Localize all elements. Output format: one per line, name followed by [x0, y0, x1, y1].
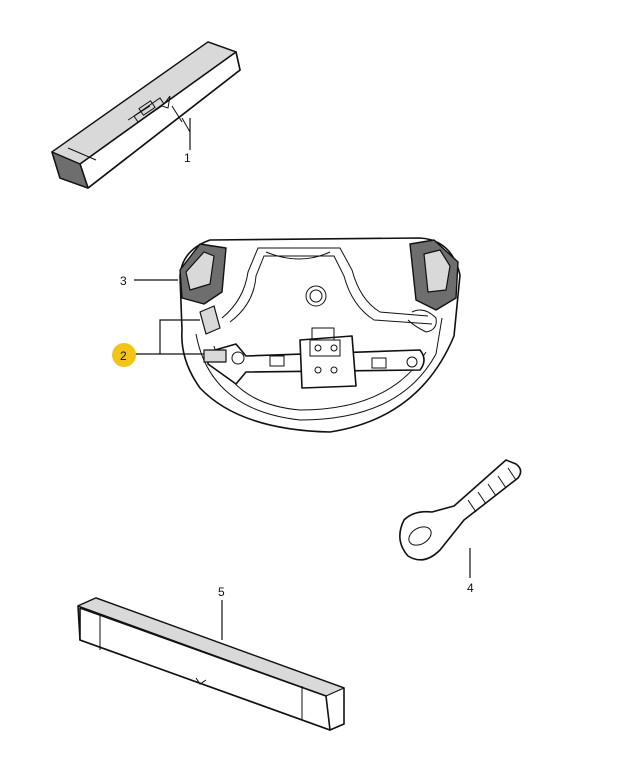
part-3-foam-block[interactable]: [179, 243, 227, 305]
callout-label-4: 4: [467, 581, 474, 595]
callout-2-highlight-badge: [112, 343, 136, 367]
callout-label-5: 5: [218, 585, 225, 599]
callout-label-1: 1: [184, 151, 191, 165]
callout-4[interactable]: 4: [467, 581, 474, 595]
callout-2-highlighted[interactable]: 2: [112, 343, 136, 367]
jack-tray-assembly: [179, 237, 461, 433]
callout-5[interactable]: 5: [218, 585, 225, 599]
arrow-symbol-icon: [127, 95, 183, 123]
part-4-towing-eye[interactable]: [399, 459, 522, 561]
leader-lines: [134, 118, 471, 640]
callout-3[interactable]: 3: [120, 274, 127, 288]
part-5-foam-bar[interactable]: [77, 597, 345, 731]
callout-1[interactable]: 1: [184, 151, 191, 165]
part-2-jack-crank[interactable]: [199, 305, 425, 389]
callout-label-3: 3: [120, 274, 127, 288]
leader-2: [134, 319, 204, 355]
part-1-tool-case[interactable]: [51, 41, 241, 189]
callout-label-2: 2: [120, 349, 127, 363]
